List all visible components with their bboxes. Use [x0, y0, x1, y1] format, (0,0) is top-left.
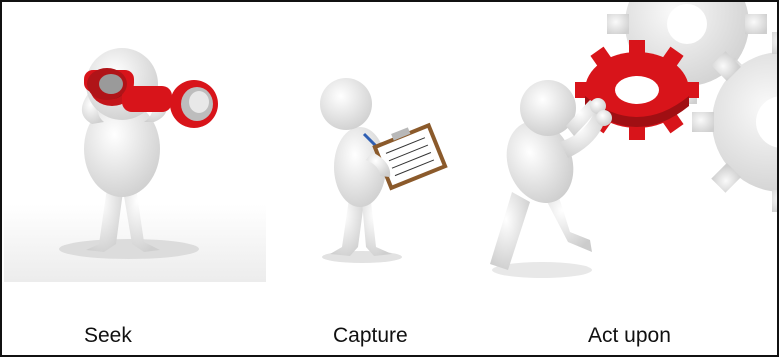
caption-capture: Capture: [333, 324, 408, 348]
clipboard-figure-icon: [292, 42, 462, 272]
caption-act-upon: Act upon: [588, 324, 671, 348]
seek-illustration: [4, 4, 266, 282]
caption-seek: Seek: [84, 324, 132, 348]
capture-illustration: [292, 42, 462, 272]
binoculars-figure-icon: [4, 4, 266, 282]
gear-pushing-figure-icon: [472, 2, 779, 302]
act-upon-illustration: [472, 2, 779, 302]
